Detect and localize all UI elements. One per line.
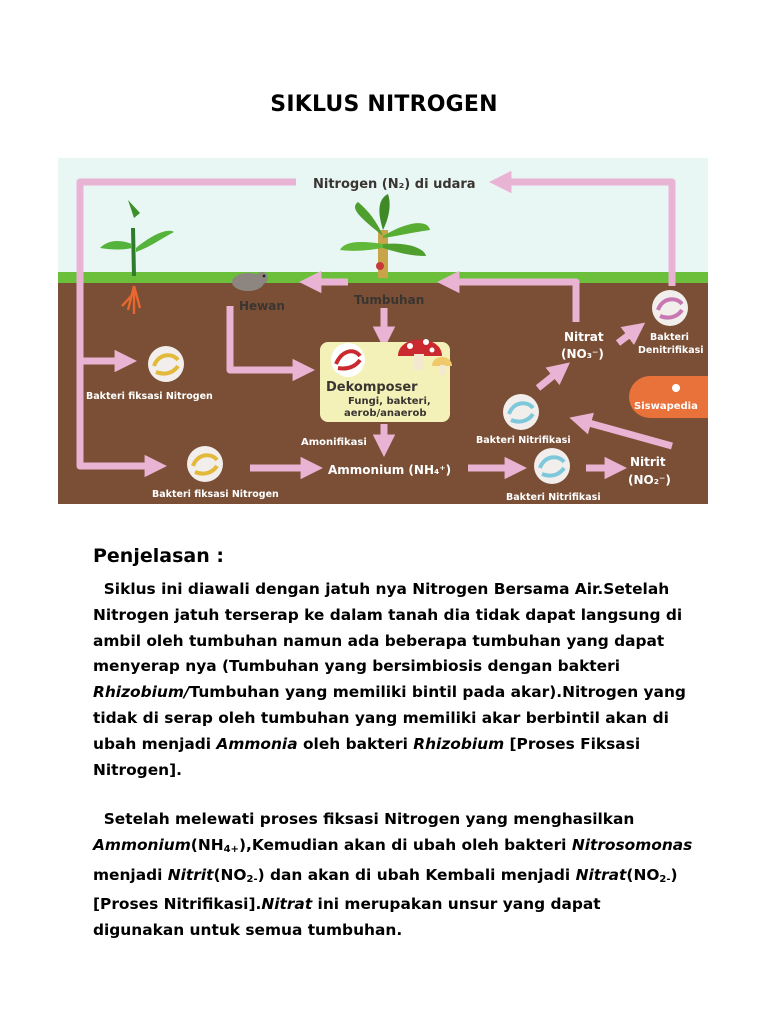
p2-text-2: (NH xyxy=(190,835,224,854)
siswapedia-logo: Siswapedia xyxy=(629,376,708,418)
p2-text-7: (NO xyxy=(626,865,660,884)
mushroom-icon xyxy=(398,339,452,375)
p2-text-3: ),Kemudian akan di ubah oleh bakteri xyxy=(238,835,572,854)
bakteri-fiksasi-1-label: Bakteri fiksasi Nitrogen xyxy=(86,391,213,402)
ammonium-label: Ammonium (NH₄⁺) xyxy=(328,463,451,477)
bakteri-nitrifikasi-1-icon xyxy=(503,394,539,430)
p2-italic-nitrat: Nitrat xyxy=(575,865,627,884)
arrow-n2-left-loop xyxy=(76,178,296,478)
p2-text-1: Setelah melewati proses fiksasi Nitrogen… xyxy=(103,810,635,828)
p2-text-9: ini merupakan unsur yang dapat digunakan… xyxy=(93,895,601,940)
bakteri-nitrifikasi-2-label: Bakteri Nitrifikasi xyxy=(506,492,601,503)
p2-sub-1: 4+ xyxy=(223,843,239,855)
bakteri-nitrifikasi-2-icon xyxy=(534,448,570,484)
tree-icon xyxy=(340,194,430,278)
bakteri-fiksasi-2-icon xyxy=(187,446,223,482)
p1-italic-ammonia: Ammonia xyxy=(216,734,298,753)
p2-italic-nitrosomonas: Nitrosomonas xyxy=(571,835,693,854)
hewan-label: Hewan xyxy=(239,299,285,313)
arrow-nitrat-to-denitrifikasi xyxy=(615,322,646,346)
page-title: SIKLUS NITROGEN xyxy=(270,92,498,117)
arrow-denitrifikasi-to-n2 xyxy=(489,170,676,286)
p1-text-4: [Proses Fiksasi Nitrogen]. xyxy=(93,734,641,779)
bakteri-nitrifikasi-1-label: Bakteri Nitrifikasi xyxy=(476,435,571,446)
p2-sub-2: 2- xyxy=(246,873,258,885)
bakteri-denitrifikasi-label-1: Bakteri xyxy=(650,332,689,343)
arrow-hewan-to-dekomposer xyxy=(226,306,315,382)
nitrogen-cycle-diagram: Nitrogen (N₂) di udara Hewan Tumbuhan xyxy=(58,158,708,504)
p2-text-5: (NO xyxy=(213,865,247,884)
dekomposer-sub1: Fungi, bakteri, xyxy=(348,396,431,407)
p1-text-2: Tumbuhan yang memiliki bintil pada akar)… xyxy=(93,683,686,753)
explanation-paragraph-1: Siklus ini diawali dengan jatuh nya Nitr… xyxy=(93,577,693,783)
bakteri-fiksasi-2-label: Bakteri fiksasi Nitrogen xyxy=(152,489,279,500)
dekomposer-label: Dekomposer xyxy=(326,380,418,395)
p2-sub-3: 2- xyxy=(659,873,671,885)
dekomposer-sub2: aerob/anaerob xyxy=(344,408,427,419)
arrow-nitrit-to-nitrifikasi xyxy=(569,412,673,450)
p2-italic-nitrat-2: Nitrat xyxy=(261,895,313,914)
p1-text-3: oleh bakteri xyxy=(297,734,414,753)
amonifikasi-label: Amonifikasi xyxy=(301,437,367,448)
tumbuhan-label: Tumbuhan xyxy=(354,293,424,307)
nitrat-formula: (NO₃⁻) xyxy=(561,347,604,361)
arrow-nitrat-to-tumbuhan xyxy=(437,270,580,322)
explanation-paragraph-2: Setelah melewati proses fiksasi Nitrogen… xyxy=(93,807,693,944)
bakteri-denitrifikasi-icon xyxy=(652,290,688,326)
p2-text-4: menjadi xyxy=(93,865,168,884)
p1-text-1: Siklus ini diawali dengan jatuh nya Nitr… xyxy=(93,580,683,676)
nitrat-label: Nitrat xyxy=(564,330,604,344)
arrow-nitrifikasi-to-nitrat xyxy=(535,362,570,391)
p2-italic-ammonium: Ammonium xyxy=(93,835,191,854)
p1-italic-rhizobium-2: Rhizobium xyxy=(413,734,505,753)
bakteri-fiksasi-1-icon xyxy=(148,346,184,382)
p1-italic-rhizobium: Rhizobium/ xyxy=(93,683,190,702)
bakteri-denitrifikasi-label-2: Denitrifikasi xyxy=(638,345,704,356)
p2-italic-nitrit: Nitrit xyxy=(167,865,214,884)
animal-icon xyxy=(232,272,268,291)
nitrit-label: Nitrit xyxy=(630,455,666,469)
nitrit-formula: (NO₂⁻) xyxy=(628,473,671,487)
nitrogen-air-label: Nitrogen (N₂) di udara xyxy=(313,177,476,192)
brand-label: Siswapedia xyxy=(634,401,698,412)
p2-text-6: ) dan akan di ubah Kembali menjadi xyxy=(257,865,576,884)
p2-text-8: )[Proses Nitrifikasi]. xyxy=(93,865,678,914)
explanation-heading: Penjelasan : xyxy=(93,545,224,567)
small-plant-icon xyxy=(100,200,174,314)
